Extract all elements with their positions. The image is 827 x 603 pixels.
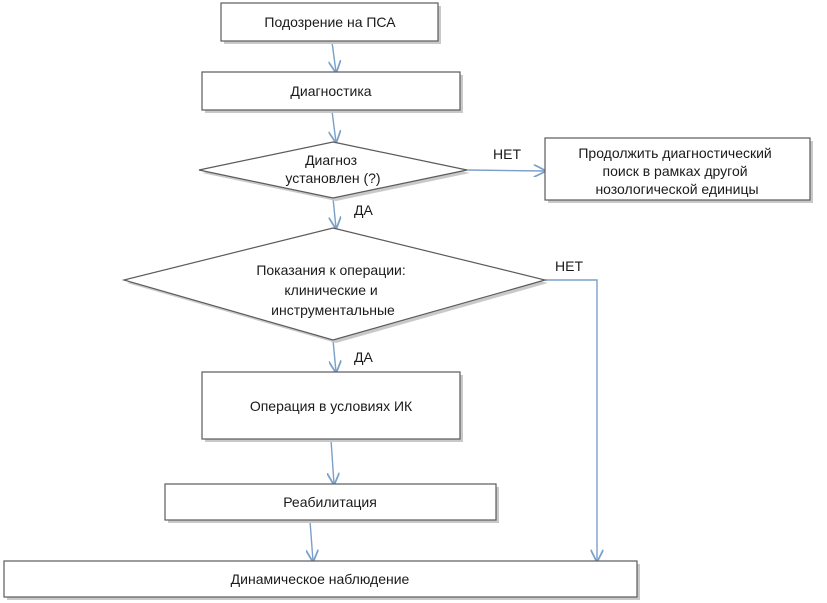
connectors <box>310 41 597 561</box>
edge-label-diagnosis-no: НЕТ <box>493 146 521 162</box>
node-suspicion-text: Подозрение на ПСА <box>264 14 396 30</box>
node-observation-text: Динамическое наблюдение <box>231 571 410 587</box>
edge-label-indications-no: НЕТ <box>555 258 583 274</box>
edge-label-diagnosis-yes: ДА <box>354 202 373 218</box>
node-diagnosis-decision: Диагноз установлен (?) <box>198 141 470 201</box>
node-continue-search-text: Продолжить диагностический поиск в рамка… <box>578 145 775 197</box>
edge-indications-yes <box>333 339 336 372</box>
node-indications-decision: Показания к операции: клинические и инст… <box>121 227 548 343</box>
node-indications-decision-text: Показания к операции: клинические и инст… <box>256 262 409 318</box>
edge-diagnosis-yes <box>333 197 336 228</box>
edge-diagnostics-to-diagnosis <box>332 110 336 142</box>
node-rehabilitation-text: Реабилитация <box>283 494 377 510</box>
node-operation-text: Операция в условиях ИК <box>250 398 413 414</box>
node-diagnosis-decision-text: Диагноз установлен (?) <box>285 152 380 186</box>
node-diagnostics: Диагностика <box>201 71 463 113</box>
node-suspicion: Подозрение на ПСА <box>220 2 441 44</box>
node-diagnostics-text: Диагностика <box>290 83 371 99</box>
node-observation: Динамическое наблюдение <box>3 560 640 600</box>
node-operation: Операция в условиях ИК <box>201 371 463 442</box>
node-continue-search: Продолжить диагностический поиск в рамка… <box>544 137 813 203</box>
node-rehabilitation: Реабилитация <box>164 483 499 523</box>
edge-operation-to-rehab <box>331 439 334 484</box>
edge-label-indications-yes: ДА <box>354 349 373 365</box>
edge-diagnosis-no <box>466 170 545 171</box>
edge-rehab-to-observation <box>310 520 313 561</box>
edge-suspicion-to-diagnostics <box>332 41 336 72</box>
edge-indications-no <box>545 279 597 561</box>
